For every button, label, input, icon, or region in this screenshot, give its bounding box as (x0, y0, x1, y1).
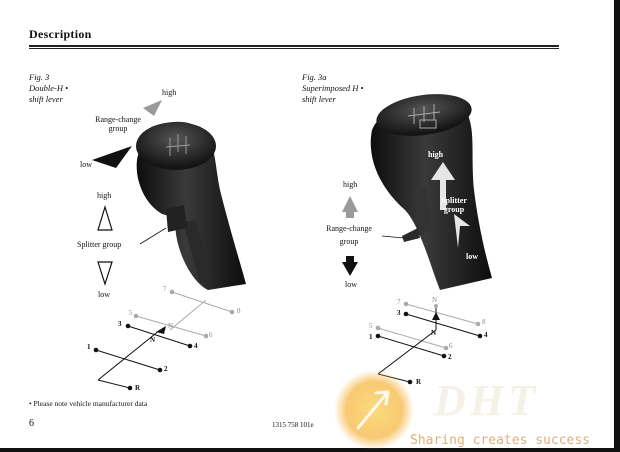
fig3-splitter-group-label: Splitter group (77, 240, 122, 249)
knob-splitter-group-label: Splitter group (432, 196, 476, 214)
splitter-leader-line (139, 227, 167, 245)
fig3-gear-6: 6 (209, 331, 213, 339)
fig3-range-change-line: Range-change (95, 115, 141, 124)
fig3a-gear-3: 3 (397, 309, 401, 317)
fig3a-high-label: high (343, 180, 358, 189)
heading-rule (29, 45, 559, 47)
fig3-range-change-line: group (108, 124, 128, 133)
fig3a-caption-line: Superimposed H • (302, 83, 364, 93)
fig3-splitter-low-label: low (98, 290, 110, 299)
fig3a-gear-n: N (431, 329, 437, 337)
double-h-gate-diagram (93, 289, 235, 391)
watermark-arrow-icon (356, 390, 390, 430)
fig3a-range-change-line: Range-change (326, 224, 372, 233)
superimposed-h-gate-diagram (375, 301, 483, 385)
fig3a-gear-6: 6 (449, 342, 453, 350)
fig3-range-change-label: Range-change group (86, 115, 150, 133)
fig3-caption-line: Fig. 3 (29, 72, 50, 82)
range-leader-line (381, 235, 405, 239)
page-edge-bottom (0, 448, 620, 452)
knob-low-label: low (466, 252, 478, 261)
fig3-gear-4: 4 (194, 342, 198, 350)
fig3-gear-n: N (150, 336, 156, 344)
fig3a-gear-7: 7 (397, 298, 401, 306)
fig3-gear-8: 8 (237, 307, 241, 315)
range-low-arrow (92, 146, 132, 168)
splitter-low-arrow (97, 261, 113, 286)
fig3a-gear-4: 4 (484, 331, 488, 339)
document-number: 1315 758 101e (272, 421, 314, 429)
fig3-caption-line: Double-H • (29, 83, 69, 93)
fig3a-gear-2: 2 (448, 353, 452, 361)
range-high-arrow (143, 100, 162, 116)
fig3-gear-1: 1 (87, 343, 91, 351)
page-number: 6 (29, 418, 34, 429)
footnote: • Please note vehicle manufacturer data (29, 399, 148, 408)
range-low-arrow-3a (342, 256, 358, 276)
splitter-high-arrow (97, 204, 113, 231)
fig3a-range-change-label: Range-change group (316, 224, 382, 246)
fig3-gear-2: 2 (164, 365, 168, 373)
fig3a-caption-line: Fig. 3a (302, 72, 327, 82)
fig3a-low-label: low (345, 280, 357, 289)
fig3a-gear-8: 8 (482, 318, 486, 326)
double-h-shift-knob (136, 121, 246, 291)
fig3-gear-7: 7 (163, 285, 167, 293)
fig3a-caption: Fig. 3a Superimposed H • shift lever (302, 72, 364, 105)
fig3a-range-change-line: group (339, 237, 359, 246)
knob-splitter-line: group (443, 205, 465, 214)
heading-rule-thin (29, 48, 559, 49)
fig3a-caption-line: shift lever (302, 94, 336, 104)
fig3-gear-r: R (135, 384, 141, 392)
fig3a-gear-1: 1 (369, 333, 373, 341)
knob-splitter-line: Splitter (441, 196, 467, 205)
knob-high-label: high (428, 150, 444, 159)
watermark-slogan: Sharing creates success (410, 433, 591, 448)
fig3-caption-line: shift lever (29, 94, 63, 104)
fig3-low-label: low (80, 160, 92, 169)
fig3-caption: Fig. 3 Double-H • shift lever (29, 72, 68, 105)
fig3a-gear-r: R (416, 378, 422, 386)
section-heading: Description (29, 27, 92, 41)
fig3-gear-n-grey: N (168, 322, 174, 330)
fig3a-gear-5: 5 (369, 322, 373, 330)
fig3-gear-5: 5 (129, 309, 133, 317)
watermark-logo: DHT (434, 376, 539, 425)
page-edge-right (614, 0, 620, 452)
fig3a-gear-n-grey: N (432, 296, 438, 304)
superimposed-h-shift-knob (370, 94, 492, 290)
fig3-high-label: high (162, 88, 177, 97)
fig3-splitter-high-label: high (97, 191, 112, 200)
range-high-arrow-3a (342, 196, 358, 218)
fig3-gear-3: 3 (118, 320, 122, 328)
